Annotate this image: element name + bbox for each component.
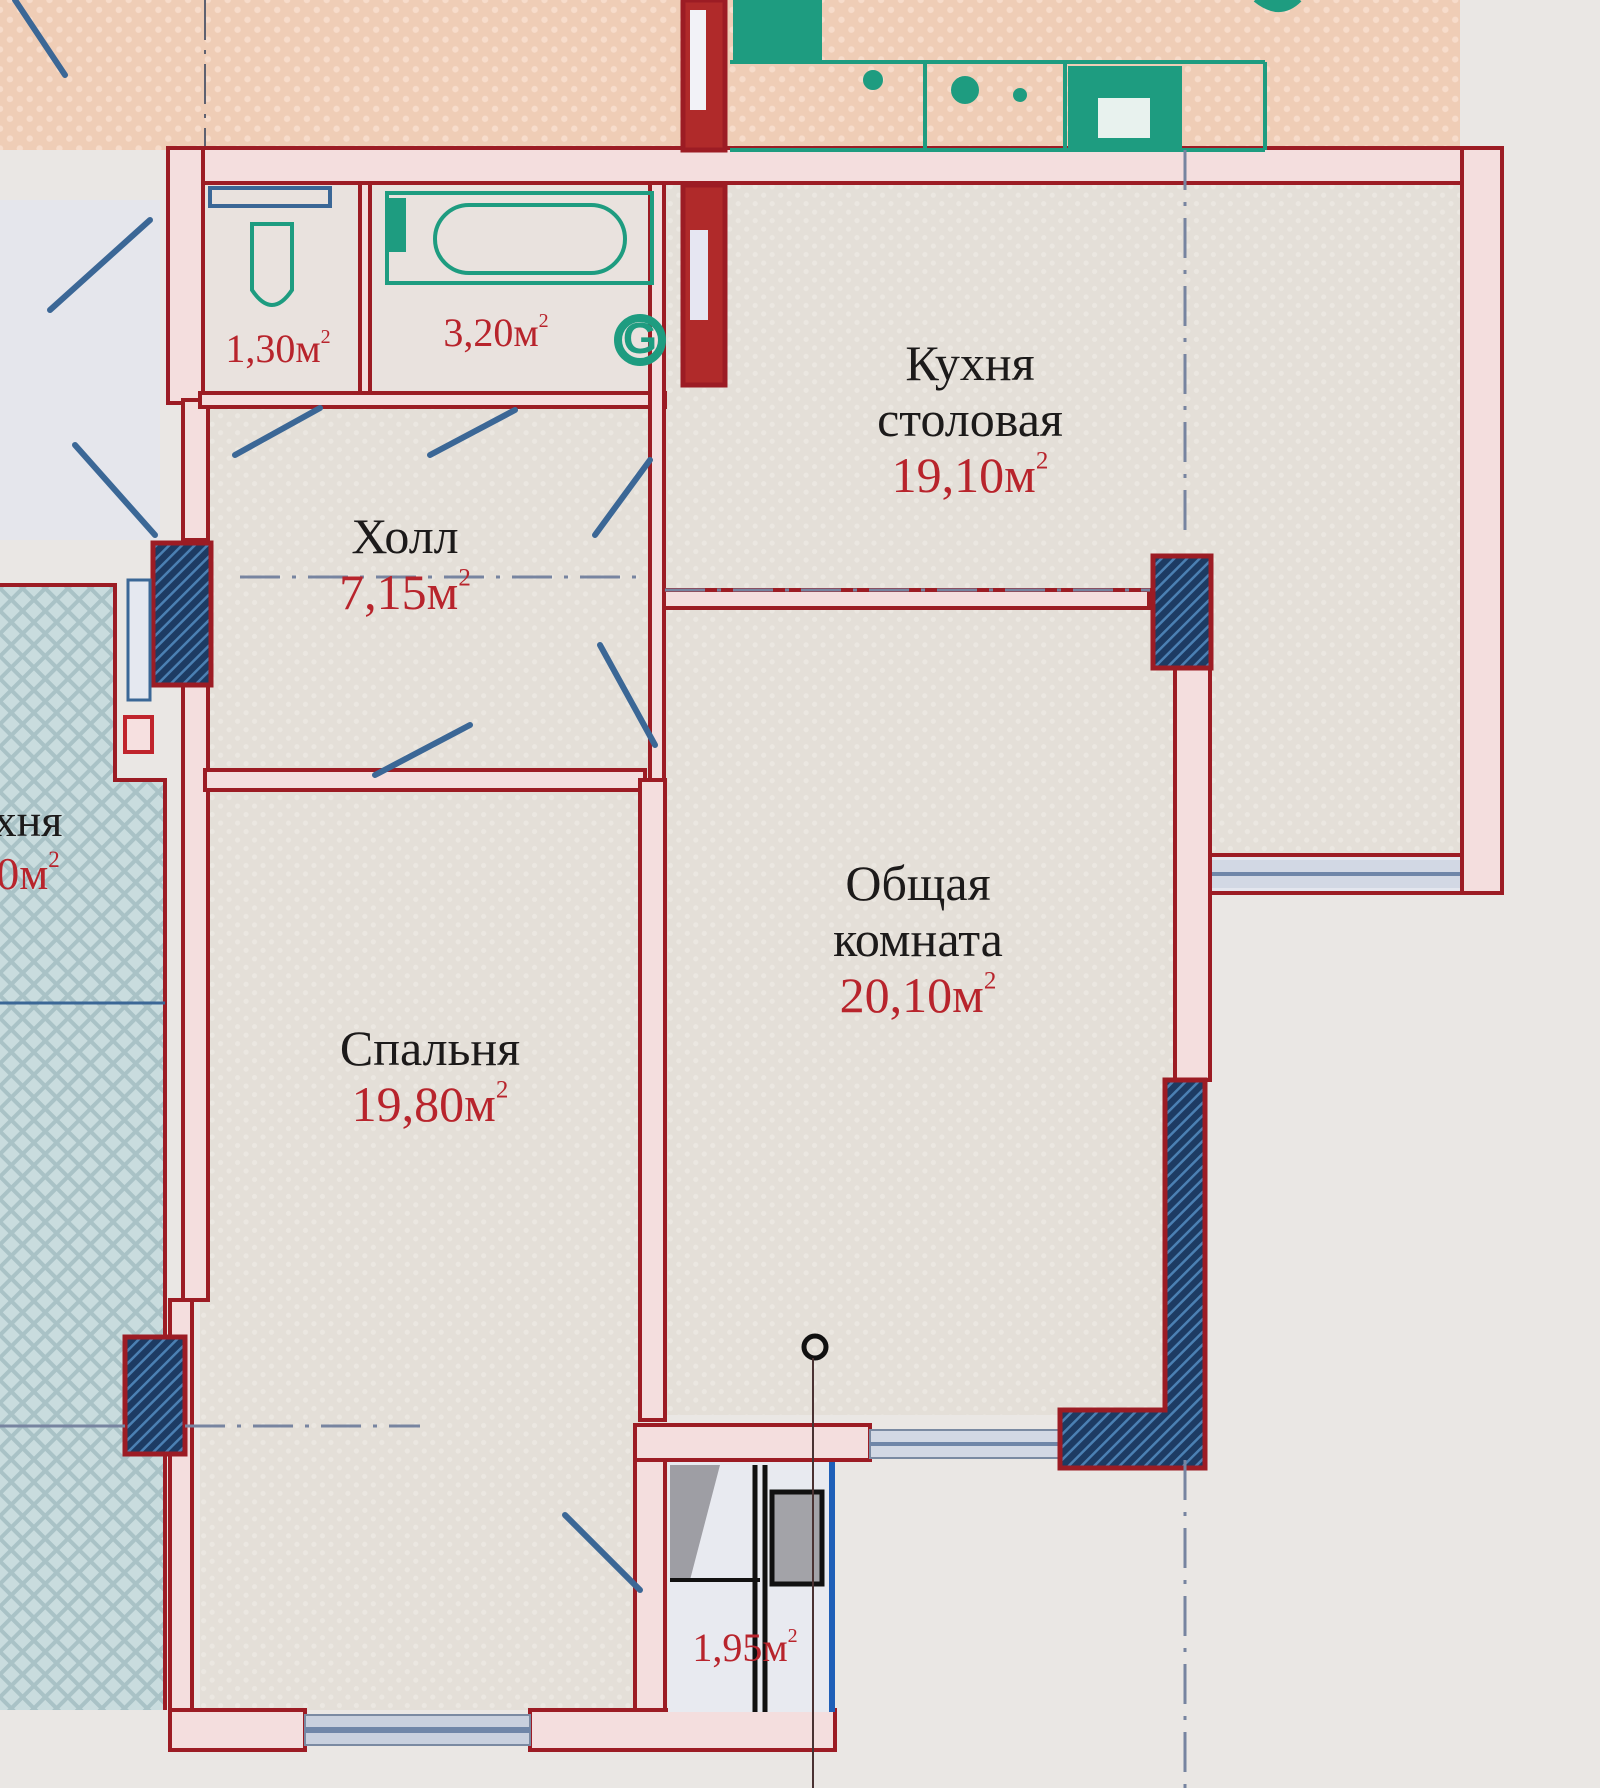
doors: [12, 0, 658, 1593]
hall-name: Холл: [351, 508, 459, 564]
hall-area: 7,15м2: [339, 564, 471, 620]
neighbor-area-partial: 0м2: [0, 846, 60, 899]
bedroom-name: Спальня: [339, 1020, 521, 1076]
neighbor-name-partial: хня: [0, 795, 63, 846]
corridor-left: [0, 200, 160, 540]
structural-columns: [122, 0, 1214, 1471]
kitchen-name-line1: Кухня: [905, 335, 1035, 391]
bathtub: [385, 191, 654, 285]
room-living: Общая комната 20,10м2: [833, 855, 1003, 1023]
bedroom-area: 19,80м2: [351, 1076, 509, 1132]
living-name-line1: Общая: [845, 855, 991, 911]
window-living: [869, 1429, 1061, 1459]
bathroom-area: 3,20м2: [443, 310, 549, 355]
window-bottom-bedroom: [304, 1714, 531, 1746]
kitchen-area: 19,10м2: [891, 447, 1049, 503]
wc-area: 1,30м2: [225, 326, 331, 371]
axis-lines: [0, 150, 1187, 1788]
elevation-marker: [801, 1333, 829, 1788]
neighbor-unit-top: [0, 0, 1460, 190]
neighbor-room-label: хня 0м2: [0, 795, 62, 899]
room-kitchen: Кухня столовая 19,10м2: [877, 335, 1063, 503]
living-name-line2: комната: [833, 911, 1003, 967]
kitchen-counter: [730, 0, 1302, 152]
window-balcony: [1212, 860, 1460, 888]
apartment-floors: [200, 185, 1460, 1710]
gas-meter: [614, 314, 666, 366]
kitchen-name-line2: столовая: [877, 391, 1063, 447]
toilet: [208, 186, 332, 307]
room-bathroom: 3,20м2: [443, 310, 548, 356]
living-area: 20,10м2: [839, 967, 997, 1023]
room-wc: 1,30м2: [225, 326, 330, 372]
gas-meter-label: G: [622, 314, 658, 363]
room-hall: Холл 7,15м2: [339, 508, 471, 620]
closet: [668, 1462, 835, 1712]
ventilation-shaft: [123, 578, 154, 754]
room-bedroom: Спальня 19,80м2: [340, 1020, 520, 1132]
walls: [166, 146, 1504, 1752]
room-closet: 1,95м2: [692, 1625, 797, 1671]
closet-area: 1,95м2: [692, 1625, 798, 1670]
